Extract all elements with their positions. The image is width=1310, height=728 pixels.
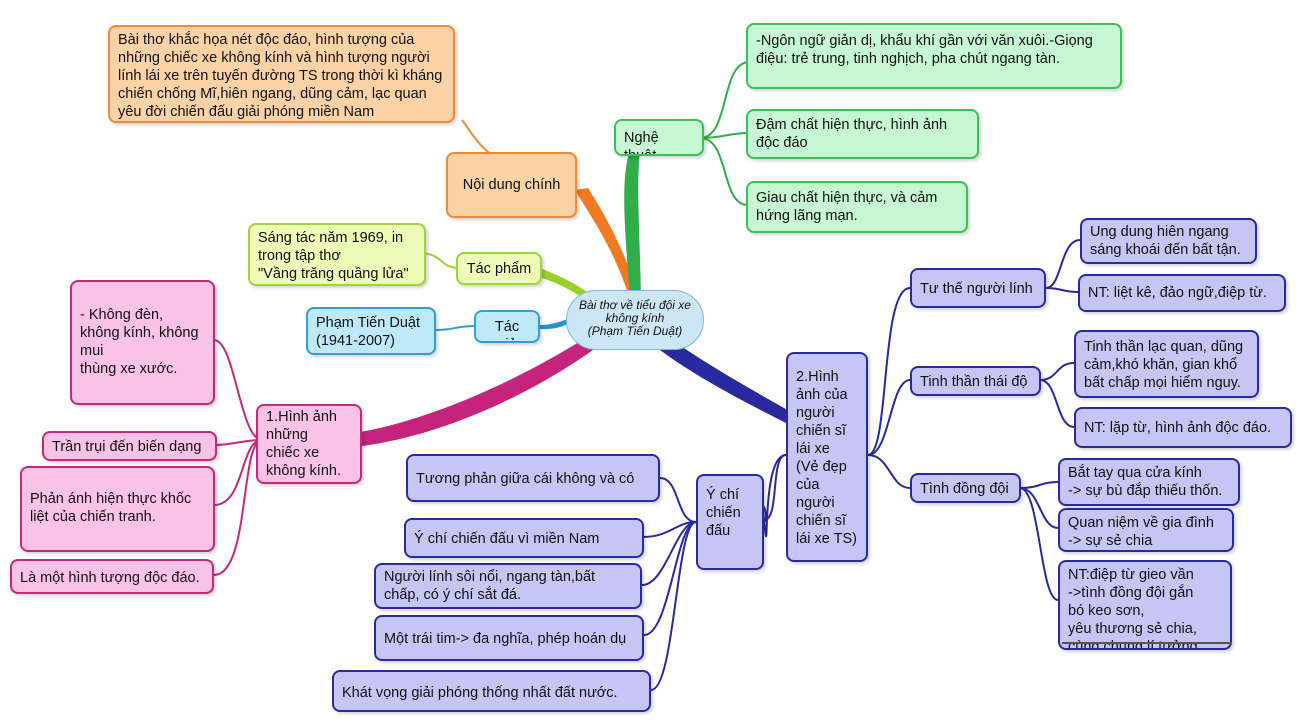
car-item-1[interactable]: - Không đèn, không kính, không mui thùng… — [70, 280, 215, 405]
link-lime-detail — [425, 253, 459, 269]
branch-cyan — [540, 318, 572, 330]
link-sub2-1 — [1039, 362, 1075, 381]
link-sub4-1 — [659, 477, 697, 523]
posture-item-1[interactable]: Ung dung hiên ngang sáng khoái đến bất t… — [1080, 218, 1257, 264]
link-sub4-4 — [643, 521, 697, 636]
link-sub2-2 — [1039, 379, 1075, 428]
branch-lime — [540, 268, 600, 312]
link-blue-sub1 — [867, 287, 911, 456]
work-node[interactable]: Tác phẩm — [456, 252, 542, 285]
link-sub1-1 — [1045, 239, 1081, 289]
spirit-item-1[interactable]: Tinh thần lạc quan, dũng cảm,khó khăn, g… — [1074, 330, 1259, 398]
comradeship-item-1[interactable]: Bắt tay qua cửa kính -> sự bù đắp thiếu … — [1058, 458, 1240, 506]
car-item-4[interactable]: Là một hình tượng độc đáo. — [10, 559, 214, 594]
link-green-3 — [699, 137, 749, 206]
central-topic[interactable]: Bài thơ về tiểu đội xe không kính (Phạm … — [566, 290, 704, 350]
author-node[interactable]: Tác giả — [474, 310, 540, 343]
link-green-2 — [699, 132, 749, 139]
link-sub1-2 — [1045, 287, 1079, 293]
link-blue-sub3 — [867, 454, 911, 489]
link-sub3-2 — [1019, 487, 1059, 529]
author-detail-node[interactable]: Phạm Tiến Duật (1941-2007) — [306, 307, 436, 355]
soldier-image-node[interactable]: 2.Hình ảnh của người chiến sĩ lái xe (Vẻ… — [786, 352, 868, 562]
art-item-3[interactable]: Giau chất hiện thực, và cảm hứng lãng mạ… — [746, 181, 968, 233]
comradeship-item-2[interactable]: Quan niệm về gia đình -> sự sẻ chia — [1058, 508, 1234, 552]
work-detail-node[interactable]: Sáng tác năm 1969, in trong tập thơ "Vần… — [248, 223, 426, 286]
will-item-1[interactable]: Tương phản giữa cái không và có — [406, 454, 660, 502]
link-green-1 — [699, 61, 749, 139]
link-blue-sub2 — [867, 379, 911, 456]
comradeship-item-3[interactable]: NT:điệp từ gieo vần ->tình đồng đội gắn … — [1058, 560, 1232, 650]
divider-line — [1062, 642, 1232, 644]
will-item-3[interactable]: Người lính sôi nổi, ngang tàn,bất chấp, … — [374, 563, 642, 609]
branch-orange — [575, 188, 640, 300]
car-item-3[interactable]: Phản ánh hiện thực khốc liệt của chiến t… — [20, 466, 215, 552]
branch-pink — [360, 335, 600, 446]
orange-detail-node[interactable]: Bài thơ khắc họa nét độc đáo, hình tượng… — [108, 25, 455, 123]
posture-item-2[interactable]: NT: liệt kê, đảo ngữ,điệp từ. — [1078, 274, 1286, 312]
branch-blue — [660, 340, 805, 430]
will-item-5[interactable]: Khát vọng giải phóng thống nhất đất nước… — [332, 670, 651, 712]
branch-green — [624, 150, 641, 300]
comradeship-node[interactable]: Tình đồng đội — [910, 473, 1021, 503]
link-sub3-3 — [1019, 487, 1059, 601]
link-pink-1 — [213, 339, 263, 441]
art-node[interactable]: Nghệ thuật — [614, 119, 704, 156]
link-cyan-detail — [435, 325, 477, 331]
link-blue-sub4b — [763, 454, 787, 521]
link-sub3-1 — [1019, 481, 1059, 489]
link-sub4-5 — [650, 521, 697, 691]
art-item-1[interactable]: -Ngôn ngữ giản dị, khẩu khí gần với văn … — [746, 23, 1122, 89]
spirit-item-2[interactable]: NT: lặp từ, hình ảnh độc đáo. — [1074, 407, 1292, 448]
car-item-2[interactable]: Trần trụi đến biến dạng — [42, 431, 217, 461]
will-node[interactable]: Ý chí chiến đấu — [696, 474, 764, 570]
art-item-2[interactable]: Đậm chất hiện thực, hình ảnh độc đáo — [746, 109, 979, 159]
will-item-4[interactable]: Một trái tim-> đa nghĩa, phép hoán dụ — [374, 615, 644, 661]
link-pink-3 — [213, 439, 263, 506]
main-content-node[interactable]: Nội dung chính — [446, 152, 577, 218]
car-image-node[interactable]: 1.Hình ảnh những chiếc xe không kính. — [256, 404, 362, 484]
spirit-node[interactable]: Tinh thần thái độ — [910, 366, 1041, 396]
posture-node[interactable]: Tư thế người lính — [910, 268, 1046, 308]
link-blue-sub4 — [762, 454, 787, 538]
link-sub4-3 — [641, 521, 697, 586]
will-item-2[interactable]: Ý chí chiến đấu vì miền Nam — [404, 518, 644, 558]
link-pink-4 — [213, 439, 263, 576]
